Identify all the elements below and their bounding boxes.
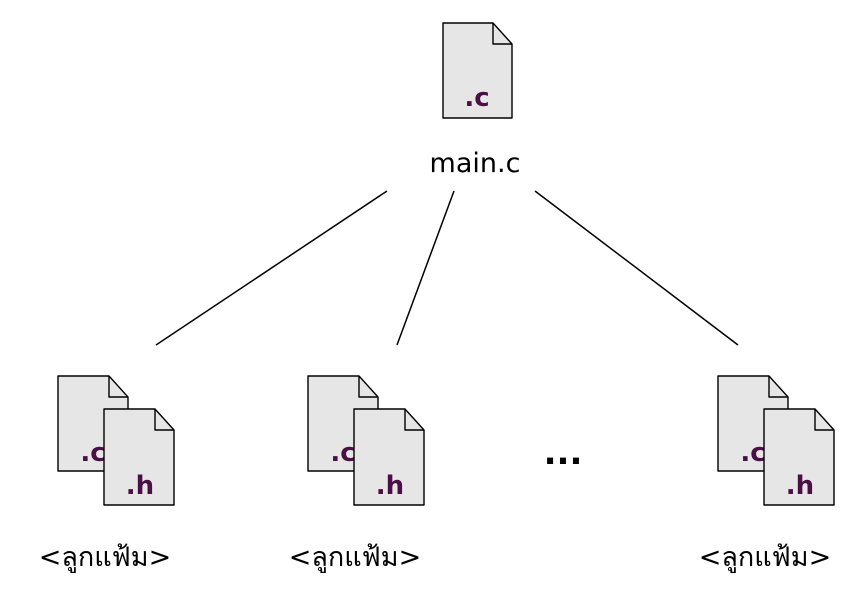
module-1-h-extension: .h: [126, 471, 154, 501]
edge-root-module-1: [155, 190, 388, 346]
ellipsis: ...: [544, 433, 583, 473]
root-file-extension: .c: [464, 83, 489, 113]
edge-root-module-3: [534, 190, 739, 346]
module-1: .c .h <ลูกแฟ้ม>: [39, 375, 175, 573]
module-1-c-extension: .c: [80, 438, 105, 468]
h-file-icon: .h: [763, 408, 835, 506]
module-2: .c .h <ลูกแฟ้ม>: [289, 375, 425, 573]
module-2-label: <ลูกแฟ้ม>: [289, 542, 421, 573]
module-1-label: <ลูกแฟ้ม>: [39, 542, 171, 573]
module-2-h-extension: .h: [376, 471, 404, 501]
c-file-icon: .c: [442, 22, 513, 119]
h-file-icon: .h: [353, 408, 425, 506]
module-3-h-extension: .h: [786, 471, 814, 501]
module-3-c-extension: .c: [740, 438, 765, 468]
edge-root-module-2: [396, 190, 455, 346]
root-file-label: main.c: [430, 148, 521, 179]
h-file-icon: .h: [103, 408, 175, 506]
module-3: .c .h <ลูกแฟ้ม>: [699, 375, 835, 573]
root-file: .c main.c: [430, 22, 521, 179]
module-3-label: <ลูกแฟ้ม>: [699, 542, 831, 573]
module-2-c-extension: .c: [330, 438, 355, 468]
